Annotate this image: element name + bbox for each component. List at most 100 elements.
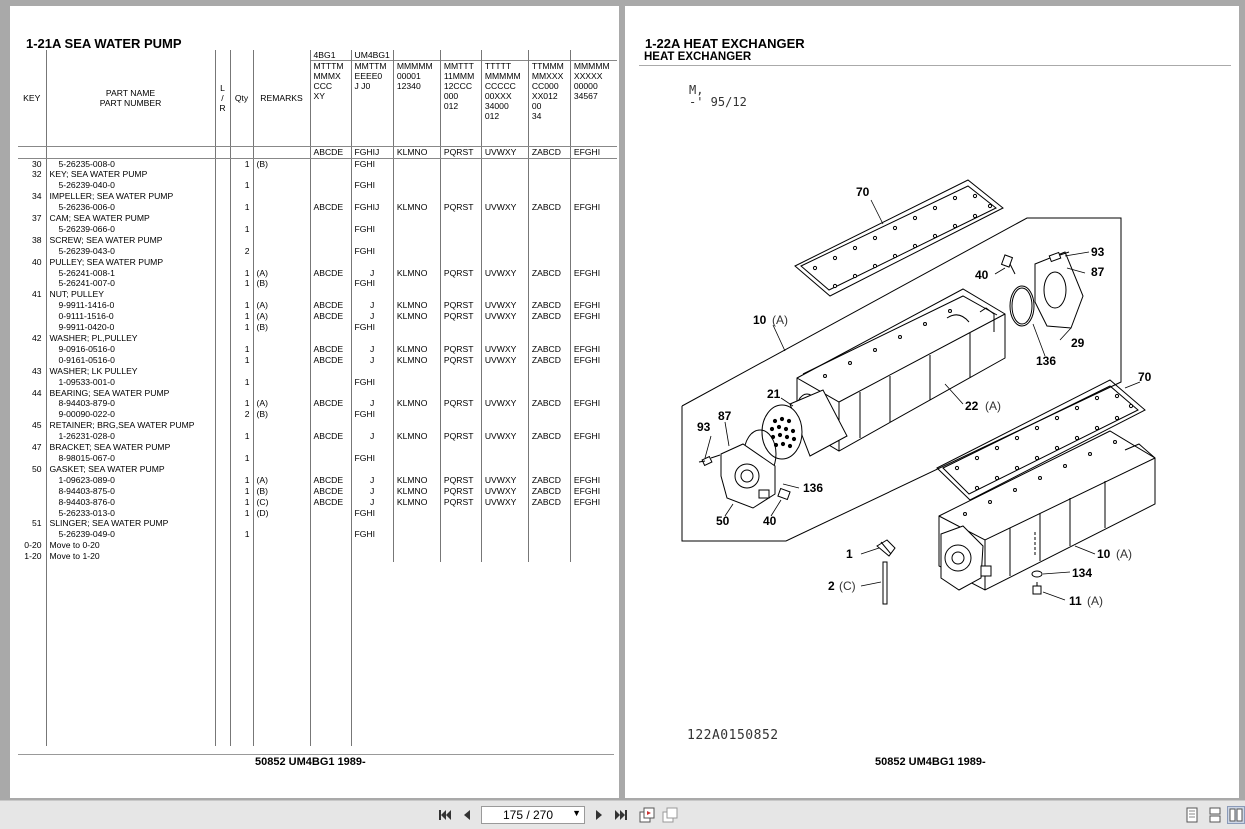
row-key — [18, 268, 46, 279]
model-code-line: 00 — [531, 101, 542, 111]
row-applicability — [527, 507, 571, 519]
model-code-line: XY — [313, 91, 325, 101]
row-key: 38 — [31, 234, 42, 245]
row-part-number: 0-9161-0516-0 — [45, 354, 215, 366]
previous-page-button[interactable] — [458, 806, 476, 824]
model-code-line: 00000 — [573, 81, 598, 91]
row-applicability — [439, 322, 482, 333]
row-applicability: UVWXY — [480, 267, 529, 279]
row-applicability — [527, 234, 571, 246]
row-lr — [214, 289, 230, 301]
row-applicability — [350, 234, 394, 246]
row-lr — [214, 245, 230, 257]
first-page-button[interactable] — [436, 806, 454, 824]
row-applicability — [439, 191, 482, 203]
row-remarks — [252, 452, 310, 464]
model-code-line: J J0 — [354, 81, 371, 91]
row-remarks — [252, 256, 310, 268]
row-applicability: ZABCD — [527, 354, 571, 366]
row-qty: 1 — [229, 300, 253, 312]
callout-22-suffix: (A) — [985, 399, 1001, 413]
row-applicability — [309, 234, 351, 246]
col-qty: Qty — [229, 50, 253, 147]
row-applicability: KLMNO — [392, 354, 441, 366]
row-applicability — [309, 529, 351, 541]
go-forward-button[interactable] — [661, 806, 679, 824]
row-lr — [214, 256, 230, 268]
row-applicability — [392, 507, 441, 519]
model-code-line: MMTTT — [443, 61, 474, 71]
row-applicability — [569, 507, 618, 519]
part-number-label: PART NUMBER — [99, 97, 162, 108]
row-lr — [214, 267, 230, 279]
row-part-name: CAM; SEA WATER PUMP — [45, 213, 215, 224]
model-code-line: MMMMM — [484, 71, 521, 81]
row-applicability: ABCDE — [309, 474, 351, 486]
single-page-view-button[interactable] — [1183, 806, 1201, 824]
row-lr — [214, 452, 230, 464]
page-number-select[interactable]: 175 / 270 ▼ — [481, 806, 585, 824]
callout-87-left: 87 — [718, 409, 732, 423]
right-page: 1-22A HEAT EXCHANGER HEAT EXCHANGER M, -… — [625, 6, 1239, 798]
go-back-button[interactable] — [638, 806, 656, 824]
model-code-line: 000 — [443, 91, 459, 101]
bolt-93-top — [1048, 251, 1070, 263]
last-page-button[interactable] — [612, 806, 630, 824]
row-applicability: FGHI — [350, 409, 394, 421]
row-applicability — [569, 191, 618, 203]
row-qty — [229, 289, 253, 301]
row-key — [18, 355, 46, 366]
row-applicability — [309, 158, 351, 170]
model-code-line: MTTTM — [313, 61, 344, 71]
row-applicability: ABCDE — [309, 496, 351, 508]
row-applicability — [480, 256, 529, 268]
model-code-line: 34 — [531, 111, 542, 121]
row-applicability: KLMNO — [392, 485, 441, 497]
row-lr — [214, 180, 230, 192]
row-qty — [229, 442, 253, 453]
row-part-name: SLINGER; SEA WATER PUMP — [45, 518, 215, 530]
row-part-number: 1-09623-089-0 — [45, 474, 215, 486]
row-applicability — [392, 289, 441, 301]
continuous-view-button[interactable] — [1206, 806, 1224, 824]
cover-50-drawing — [698, 443, 791, 509]
applicability-1: ABCDE — [309, 146, 351, 159]
row-applicability — [439, 409, 482, 421]
row-key — [18, 278, 46, 289]
row-part-number: 8-98015-067-0 — [45, 452, 215, 464]
group-um4bg1: UM4BG1 — [352, 50, 393, 61]
row-qty — [229, 518, 253, 530]
row-lr — [214, 442, 230, 453]
facing-view-button[interactable] — [1227, 806, 1245, 824]
row-applicability — [569, 387, 618, 399]
row-applicability — [309, 365, 351, 377]
row-remarks — [252, 551, 310, 563]
row-part-name: Move to 0-20 — [45, 540, 215, 552]
row-applicability — [350, 540, 394, 552]
row-remarks — [252, 191, 310, 203]
heat-exchanger-diagram: M, -' 95/12 — [681, 83, 1156, 743]
row-lr — [214, 387, 230, 399]
row-lr — [214, 420, 230, 432]
row-applicability: ZABCD — [527, 496, 571, 508]
applicability-2: FGHIJ — [350, 146, 394, 159]
dropdown-arrow-icon: ▼ — [572, 808, 581, 818]
row-lr — [214, 234, 230, 246]
row-remarks — [252, 213, 310, 224]
callout-87-top: 87 — [1091, 265, 1105, 279]
row-key — [18, 409, 46, 420]
next-page-button[interactable] — [590, 806, 608, 824]
row-applicability: EFGHI — [569, 202, 618, 214]
row-applicability — [392, 180, 441, 192]
row-qty: 1 — [229, 278, 253, 290]
row-applicability: UVWXY — [480, 311, 529, 323]
row-applicability — [569, 158, 618, 170]
row-qty: 1 — [229, 223, 253, 235]
